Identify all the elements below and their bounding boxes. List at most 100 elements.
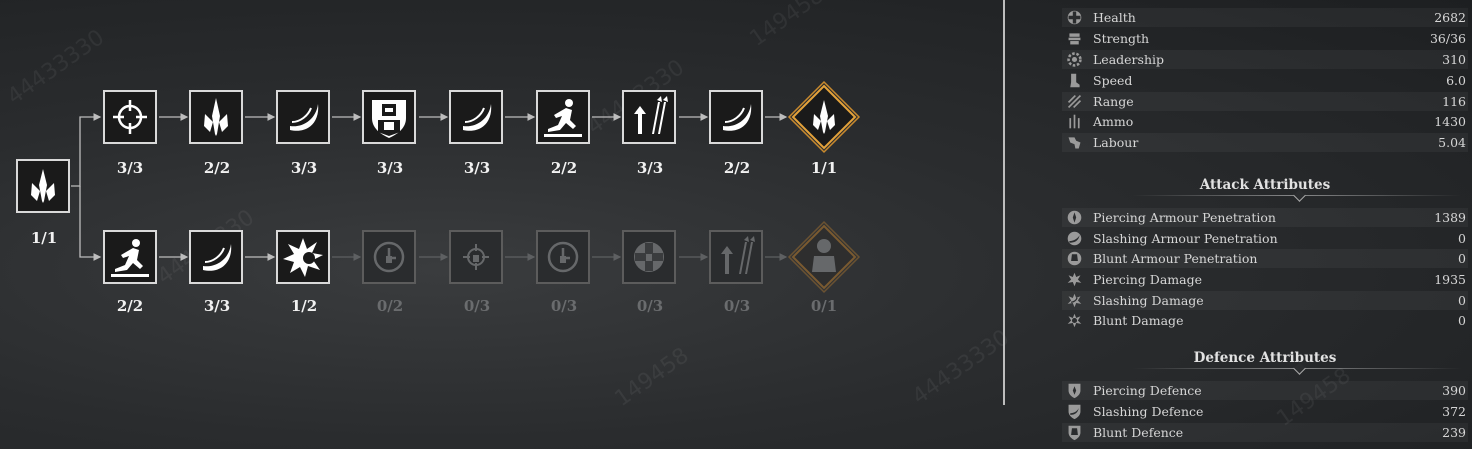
skill-node-top-3[interactable] (276, 90, 330, 144)
stat-label: Labour (1093, 135, 1139, 150)
stat-label: Piercing Armour Penetration (1093, 210, 1276, 225)
stat-label: Blunt Armour Penetration (1093, 251, 1258, 266)
skill-level-root: 1/1 (30, 229, 58, 247)
skill-node-bottom-7[interactable] (622, 230, 676, 284)
crosshair-icon (113, 100, 147, 134)
attack-row-blunt-pen: Blunt Armour Penetration 0 (1062, 249, 1468, 268)
skill-node-top-5[interactable] (449, 90, 503, 144)
defence-row-piercing: Piercing Defence 390 (1062, 381, 1468, 400)
panel-divider (1003, 0, 1005, 405)
skill-node-bottom-2[interactable] (189, 230, 243, 284)
burst-icon (283, 238, 323, 277)
knight-shield-icon (372, 100, 406, 138)
skill-node-bottom-9[interactable] (787, 220, 861, 294)
charging-soldier-icon (111, 239, 149, 277)
slash-arc-icon (203, 244, 232, 271)
stat-value: 0 (1458, 313, 1466, 328)
skill-node-bottom-6[interactable] (536, 230, 590, 284)
skill-level-top-4: 3/3 (376, 159, 404, 177)
piercing-def-icon (1065, 382, 1083, 400)
slashing-def-icon (1065, 403, 1083, 421)
spear-tip-diamond-icon (787, 80, 861, 154)
unit-stats-panel: 149458 Health 2682 Strength 36/36 Leader… (1062, 0, 1472, 449)
leadership-icon (1065, 51, 1083, 69)
locked-arrows-up-icon (721, 236, 755, 274)
stat-label: Piercing Damage (1093, 272, 1202, 287)
slashing-pen-icon (1065, 230, 1083, 248)
arrows-up-icon (634, 96, 668, 134)
skill-node-bottom-3[interactable] (276, 230, 330, 284)
skill-tree: 44433330 44433330 44433330 149458 444333… (16, 80, 861, 315)
stat-value: 310 (1442, 52, 1466, 67)
stat-value: 6.0 (1446, 73, 1466, 88)
range-icon (1065, 93, 1083, 111)
skill-node-bottom-5[interactable] (449, 230, 503, 284)
skill-connectors (71, 113, 788, 261)
skill-level-bottom-2: 3/3 (203, 297, 231, 315)
stat-value: 36/36 (1429, 31, 1466, 46)
stat-label: Slashing Defence (1093, 404, 1204, 419)
stat-value: 390 (1442, 383, 1466, 398)
stat-label: Health (1093, 10, 1136, 25)
defence-row-blunt: Blunt Defence 239 (1062, 423, 1468, 442)
stat-value: 1430 (1434, 114, 1466, 129)
locked-clock-icon (547, 241, 579, 273)
stat-value: 372 (1442, 404, 1466, 419)
stat-label: Blunt Defence (1093, 425, 1184, 440)
slash-arc-icon (463, 104, 492, 131)
skill-node-top-7[interactable] (622, 90, 676, 144)
locked-clock-icon (373, 241, 405, 273)
skill-node-top-9[interactable] (787, 80, 861, 154)
skill-node-root[interactable] (16, 159, 70, 213)
piercing-pen-icon (1065, 209, 1083, 227)
skill-level-top-7: 3/3 (636, 159, 664, 177)
attack-row-piercing-pen: Piercing Armour Penetration 1389 (1062, 208, 1468, 227)
skill-level-top-9: 1/1 (810, 159, 838, 177)
stat-value: 239 (1442, 425, 1466, 440)
stat-label: Strength (1093, 31, 1150, 46)
stat-label: Slashing Damage (1093, 293, 1204, 308)
stat-row-labour: Labour 5.04 (1062, 133, 1468, 152)
skill-node-bottom-1[interactable] (103, 230, 157, 284)
stat-label: Range (1093, 94, 1134, 109)
skill-level-top-2: 2/2 (203, 159, 231, 177)
stat-value: 0 (1458, 293, 1466, 308)
strength-icon (1065, 30, 1083, 48)
slashing-dmg-icon (1065, 292, 1083, 310)
blunt-pen-icon (1065, 250, 1083, 268)
stat-value: 0 (1458, 251, 1466, 266)
skill-node-bottom-4[interactable] (362, 230, 416, 284)
skill-level-bottom-9: 0/1 (810, 297, 838, 315)
charging-soldier-icon (544, 99, 582, 137)
slash-arc-icon (723, 104, 752, 131)
locked-knight-diamond-icon (787, 220, 861, 294)
speed-boot-icon (1065, 72, 1083, 90)
skill-node-top-4[interactable] (362, 90, 416, 144)
skill-node-top-6[interactable] (536, 90, 590, 144)
attack-row-slashing-pen: Slashing Armour Penetration 0 (1062, 229, 1468, 248)
ammo-icon (1065, 113, 1083, 131)
spear-tip-icon (204, 98, 228, 136)
stat-label: Ammo (1093, 114, 1134, 129)
stat-value: 5.04 (1438, 135, 1466, 150)
skill-node-bottom-8[interactable] (709, 230, 763, 284)
stat-value: 116 (1442, 94, 1466, 109)
skill-node-top-2[interactable] (189, 90, 243, 144)
attack-row-blunt-dmg: Blunt Damage 0 (1062, 311, 1468, 330)
stat-value: 0 (1458, 231, 1466, 246)
skill-node-top-1[interactable] (103, 90, 157, 144)
health-cross-icon (1065, 9, 1083, 27)
skill-level-bottom-6: 0/3 (550, 297, 578, 315)
skill-level-top-3: 3/3 (290, 159, 318, 177)
skill-level-bottom-3: 1/2 (290, 297, 318, 315)
stat-label: Leadership (1093, 52, 1164, 67)
stat-value: 1389 (1434, 210, 1466, 225)
stat-label: Speed (1093, 73, 1133, 88)
skill-level-bottom-1: 2/2 (116, 297, 144, 315)
skill-node-top-8[interactable] (709, 90, 763, 144)
stat-label: Piercing Defence (1093, 383, 1202, 398)
piercing-dmg-icon (1065, 271, 1083, 289)
locked-crosshair-icon (463, 244, 489, 270)
stat-row-health: Health 2682 (1062, 8, 1468, 27)
attack-row-piercing-dmg: Piercing Damage 1935 (1062, 270, 1468, 289)
